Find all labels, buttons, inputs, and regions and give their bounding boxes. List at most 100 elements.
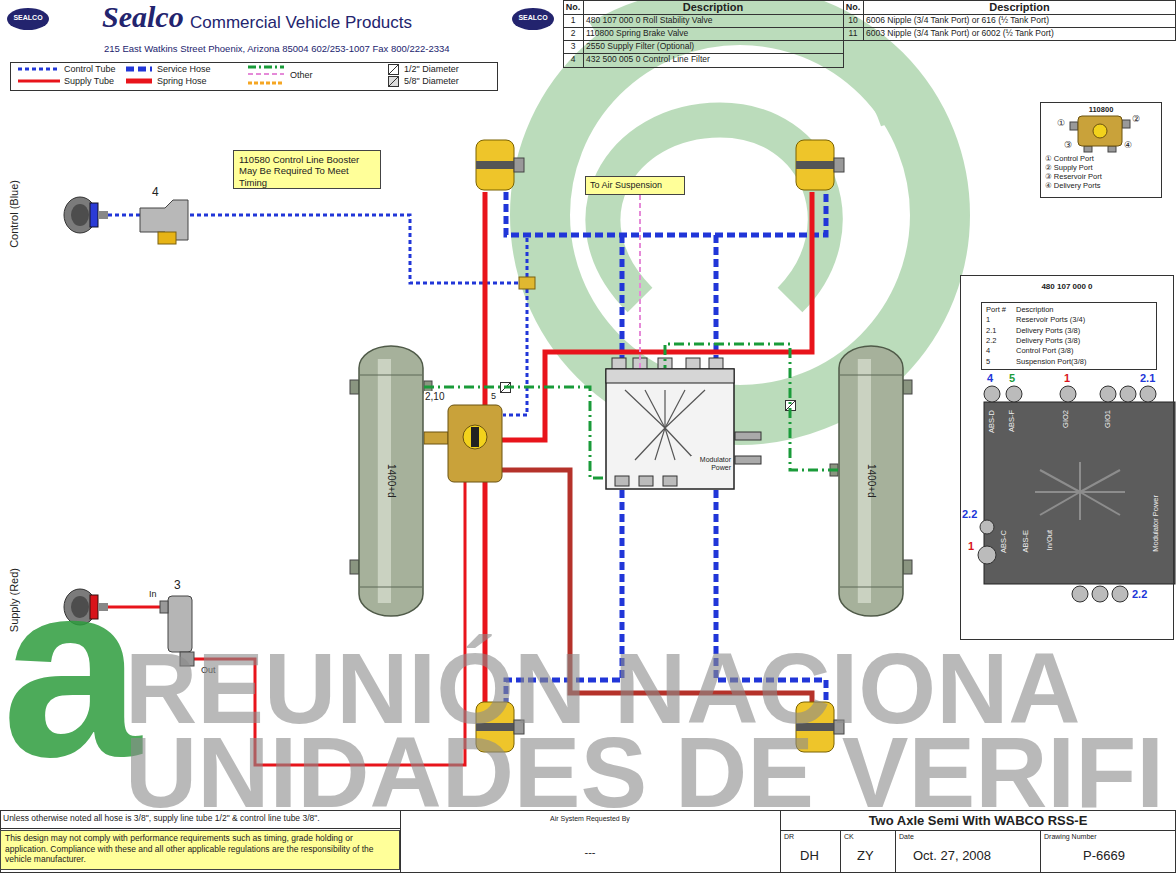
address: 215 East Watkins Street Phoenix, Arizona… [104, 44, 450, 55]
node-text: 110580 Control Line Booster May Be Requi… [239, 154, 375, 188]
port-callout: ① [1057, 118, 1065, 128]
node-text: To Air Suspension [590, 180, 680, 191]
watermark-letter: a [2, 545, 141, 795]
module-connector [615, 476, 629, 486]
item-description: 2550 Supply Filter (Optional) [586, 42, 694, 52]
callout-number: 3 [173, 579, 182, 593]
field-label: CK [844, 833, 854, 841]
connector-name: ABS-F [1008, 410, 1017, 432]
legend-text: Service Hose [157, 64, 211, 74]
node-text: 480 107 000 0 [965, 282, 1169, 291]
item-description: 6003 Nipple (3/4 Tank Port) or 6002 (½ T… [866, 29, 1054, 39]
node-text: 1 [986, 315, 1016, 325]
air-tank: 1400+d [358, 345, 424, 617]
valve-inset: 110800① Control Port② Supply Port③ Reser… [1040, 102, 1162, 198]
callout-number: 5 [490, 391, 497, 401]
module-body [606, 369, 734, 489]
connector-name: ABS-D [988, 410, 997, 433]
node-text: Reservoir Ports (3/4) [1016, 315, 1152, 325]
watermark-text: UNIDADES DE VERIFI [125, 722, 1164, 822]
callout-number: 4 [151, 186, 160, 200]
inset-module-picture [960, 275, 1176, 640]
heat-sink-fin [655, 428, 665, 460]
table-header: Description [863, 1, 1176, 14]
node-text: 5 [986, 357, 1016, 367]
port-number: 1 [968, 540, 974, 553]
tank-body [359, 346, 423, 616]
connector-name: ABS-C [1000, 530, 1009, 553]
node-text: 4 [986, 346, 1016, 356]
table-header: No. [563, 2, 583, 12]
node-text: Port # [986, 305, 1016, 315]
node-text: 2.1 [986, 326, 1016, 336]
other-line [424, 387, 605, 478]
tank-seam [840, 587, 902, 588]
logo-text: SEALCO [8, 14, 48, 22]
node-text: Modulator Power [691, 456, 731, 472]
port-callout: ④ [1124, 140, 1132, 150]
field-value: DH [800, 849, 819, 864]
legend-text: 1/2" Diameter [404, 64, 459, 74]
field-value: Oct. 27, 2008 [913, 849, 991, 864]
node-text: ② Supply Port [1045, 163, 1157, 172]
drawing-title: Two Axle Semi With WABCO RSS-E [780, 814, 1176, 829]
logo-text: SEALCO [513, 14, 553, 22]
connector-name: In/Out [1046, 530, 1055, 550]
heat-sink-fin [635, 428, 665, 460]
port-number: 2.2 [962, 508, 977, 521]
port-number: 5 [1009, 372, 1015, 385]
line-label: Control (Blue) [8, 180, 21, 248]
legend-samples [11, 63, 498, 91]
item-number: 1 [563, 16, 583, 26]
callout-note: 110580 Control Line Booster May Be Requi… [233, 150, 381, 189]
field-label: Date [899, 833, 914, 841]
legend-text: Control Tube [64, 64, 116, 74]
node-text: Delivery Ports (3/8) [1016, 326, 1152, 336]
node-text: 1400+d [386, 464, 397, 498]
port-number: 1 [1064, 372, 1070, 385]
node-text: ① Control Port [1045, 154, 1157, 163]
module-header [606, 369, 734, 383]
node-text: Suspension Port(3/8) [1016, 357, 1152, 367]
field-label: Drawing Number [1044, 833, 1097, 841]
node-text: This design may not comply with performa… [5, 833, 395, 865]
module-inset: 480 107 000 0 Port #Description1Reservoir… [960, 275, 1174, 640]
node-text: Control Port (3/8) [1016, 346, 1152, 356]
node-text: 1400+d [866, 464, 877, 498]
heat-sink-fin [665, 390, 705, 428]
heat-sink-fin [625, 390, 665, 428]
legend-text: Other [290, 70, 313, 80]
port-number: 2.2 [1132, 588, 1147, 601]
connector-name: ABS-E [1022, 530, 1031, 553]
field-value: P-6669 [1083, 849, 1125, 864]
brand-name: Sealco [102, 0, 184, 35]
item-number: 10 [843, 16, 863, 26]
item-number: 2 [563, 29, 583, 39]
connector-name: GIO2 [1062, 410, 1071, 428]
node-text: Delivery Ports (3/8) [1016, 336, 1152, 346]
port-callout: ③ [1064, 140, 1072, 150]
connector-name: Modulator Power [1152, 495, 1161, 552]
company-tagline: Commercial Vehicle Products [190, 13, 412, 33]
legend-text: Supply Tube [64, 76, 114, 86]
connector-name: GIO1 [1104, 410, 1113, 428]
parts-table-grid [563, 0, 1176, 68]
warning-note: This design may not comply with performa… [0, 830, 400, 870]
rss-module: Modulator Power [605, 368, 735, 490]
port-table: Port #Description1Reservoir Ports (3/4)2… [981, 302, 1157, 370]
tank-seam [840, 375, 902, 376]
tank-seam [360, 587, 422, 588]
port-label: In [148, 589, 158, 599]
fittings [350, 277, 912, 574]
heat-sink-fin [664, 390, 665, 428]
item-number: 11 [843, 29, 863, 39]
item-description: 6006 Nipple (3/4 Tank Port) or 616 (½ Ta… [866, 16, 1049, 26]
port-number: 2.1 [1140, 372, 1155, 385]
field-value: --- [400, 846, 780, 859]
module-connector [639, 476, 653, 486]
node-text: 110800 [1045, 105, 1157, 114]
port-number: 4 [987, 372, 993, 385]
table-header: No. [843, 2, 863, 12]
heat-sink-fin [665, 390, 685, 428]
